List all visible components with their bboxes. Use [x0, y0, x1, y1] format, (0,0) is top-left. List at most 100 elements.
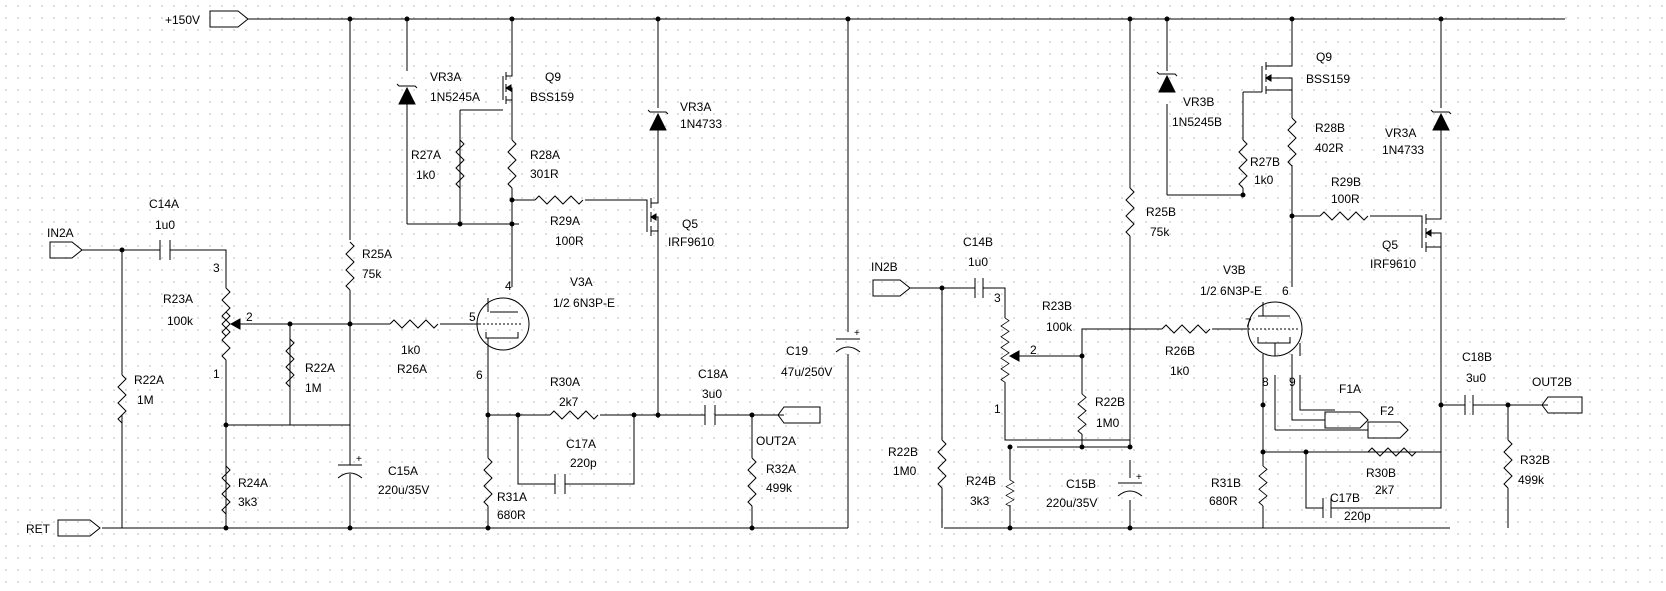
resistor-r26b — [1161, 324, 1211, 334]
ref-r22b-pot: R22B — [1095, 395, 1125, 409]
tube-v3a — [476, 297, 530, 354]
pin-r23b-2: 2 — [1030, 343, 1037, 357]
pin-v3a-cathode: 6 — [476, 368, 483, 382]
value-r29b: 100R — [1331, 192, 1360, 206]
value-c17a: 220p — [570, 456, 597, 470]
pin-r23a-3: 3 — [213, 261, 220, 275]
ref-q5a: Q5 — [682, 217, 698, 231]
capacitor-c14b — [965, 278, 992, 298]
value-r26a: 1k0 — [401, 343, 421, 357]
value-r27b: 1k0 — [1254, 173, 1274, 187]
ref-c14a: C14A — [149, 197, 179, 211]
potentiometer-r23b — [1000, 317, 1010, 383]
mosfet-q9a — [502, 65, 513, 110]
value-r24a: 3k3 — [238, 495, 258, 509]
ref-c18a: C18A — [698, 367, 728, 381]
resistor-r24b — [1005, 479, 1015, 507]
ref-vr3a-b2: VR3A — [1385, 126, 1416, 140]
port-vplus — [209, 10, 249, 28]
resistor-r28a — [507, 139, 517, 189]
value-vr3a: 1N5245A — [430, 90, 480, 104]
ref-vr3b: VR3B — [1183, 95, 1214, 109]
ref-c17a: C17A — [566, 437, 596, 451]
value-r22a-pot: 1M — [305, 381, 322, 395]
port-f2 — [1367, 421, 1409, 439]
ref-r30b: R30B — [1366, 466, 1396, 480]
ref-r22a-pot: R22A — [305, 361, 335, 375]
value-r27a: 1k0 — [416, 168, 436, 182]
pin-r23b-1: 1 — [994, 402, 1001, 416]
label-f2: F2 — [1380, 404, 1394, 418]
resistor-r25a — [345, 241, 355, 291]
value-r28a: 301R — [530, 167, 559, 181]
port-ret — [57, 519, 101, 537]
ref-r29b: R29B — [1331, 175, 1361, 189]
resistor-r25b — [1125, 187, 1135, 237]
svg-text:+: + — [854, 328, 860, 339]
zener-vr3a-2 — [647, 109, 669, 131]
capacitor-c17a — [545, 474, 575, 494]
value-vr3a-b2: 1N4733 — [1382, 143, 1424, 157]
zener-vr3b — [1156, 71, 1178, 93]
resistor-r29b — [1319, 211, 1369, 221]
resistor-r28b — [1287, 117, 1297, 167]
capacitor-c15b — [1117, 482, 1143, 497]
ref-r22a-input: R22A — [134, 373, 164, 387]
ref-c14b: C14B — [963, 235, 993, 249]
ref-v3b: V3B — [1223, 263, 1246, 277]
ref-r23a: R23A — [163, 292, 193, 306]
value-r30a: 2k7 — [559, 395, 579, 409]
ref-r32a: R32A — [766, 462, 796, 476]
value-r25a: 75k — [362, 267, 382, 281]
ref-vr3a: VR3A — [430, 70, 461, 84]
potentiometer-r23a — [221, 287, 231, 361]
ref-r23b: R23B — [1042, 299, 1072, 313]
ref-r25b: R25B — [1146, 205, 1176, 219]
pin-v3b-grid: 7 — [1245, 316, 1252, 330]
ref-r28a: R28A — [530, 148, 560, 162]
polarity-marks: + + + — [356, 328, 1142, 483]
value-c14b: 1u0 — [968, 255, 988, 269]
capacitor-c19 — [835, 338, 861, 353]
value-c19: 47u/250V — [781, 365, 832, 379]
junctions — [119, 16, 1511, 531]
ref-r25a: R25A — [362, 247, 392, 261]
tube-v3b — [1247, 301, 1303, 357]
ref-q5b: Q5 — [1382, 238, 1398, 252]
value-r26b: 1k0 — [1170, 364, 1190, 378]
mosfet-q9b — [1261, 55, 1293, 100]
resistor-r22b-pot — [1077, 393, 1087, 435]
label-vplus: +150V — [165, 13, 200, 27]
pin-r23a-2: 2 — [246, 310, 253, 324]
ref-q9a: Q9 — [545, 70, 561, 84]
value-v3a: 1/2 6N3P-E — [553, 296, 615, 310]
ref-c17b: C17B — [1330, 491, 1360, 505]
value-c14a: 1u0 — [155, 218, 175, 232]
pin-v3a-grid: 5 — [469, 310, 476, 324]
value-q5a: IRF9610 — [668, 235, 714, 249]
ref-r22b-input: R22B — [888, 445, 918, 459]
capacitor-c17b — [1318, 498, 1343, 518]
capacitor-c15a — [337, 458, 363, 482]
components — [49, 10, 1583, 537]
value-r22b-pot: 1M0 — [1096, 416, 1120, 430]
resistor-r31b — [1258, 465, 1268, 507]
value-r32b: 499k — [1518, 473, 1545, 487]
value-vr3a-2: 1N4733 — [680, 117, 722, 131]
value-r29a: 100R — [555, 234, 584, 248]
port-in-a — [49, 241, 83, 259]
value-r22b-input: 1M0 — [893, 464, 917, 478]
resistor-r31a — [483, 457, 493, 507]
ref-c19: C19 — [786, 344, 808, 358]
ref-r28b: R28B — [1315, 121, 1345, 135]
zener-vr3a — [396, 83, 418, 105]
zener-vr3a-b2 — [1430, 109, 1452, 131]
capacitor-c14a — [150, 240, 180, 260]
port-out-b — [1541, 396, 1583, 414]
ref-v3a: V3A — [570, 275, 593, 289]
value-vr3b: 1N5245B — [1172, 115, 1222, 129]
value-v3b: 1/2 6N3P-E — [1200, 284, 1262, 298]
resistor-r32b — [1503, 439, 1513, 489]
mosfet-q5b — [1421, 213, 1442, 254]
pot-wiper-a — [229, 318, 241, 330]
